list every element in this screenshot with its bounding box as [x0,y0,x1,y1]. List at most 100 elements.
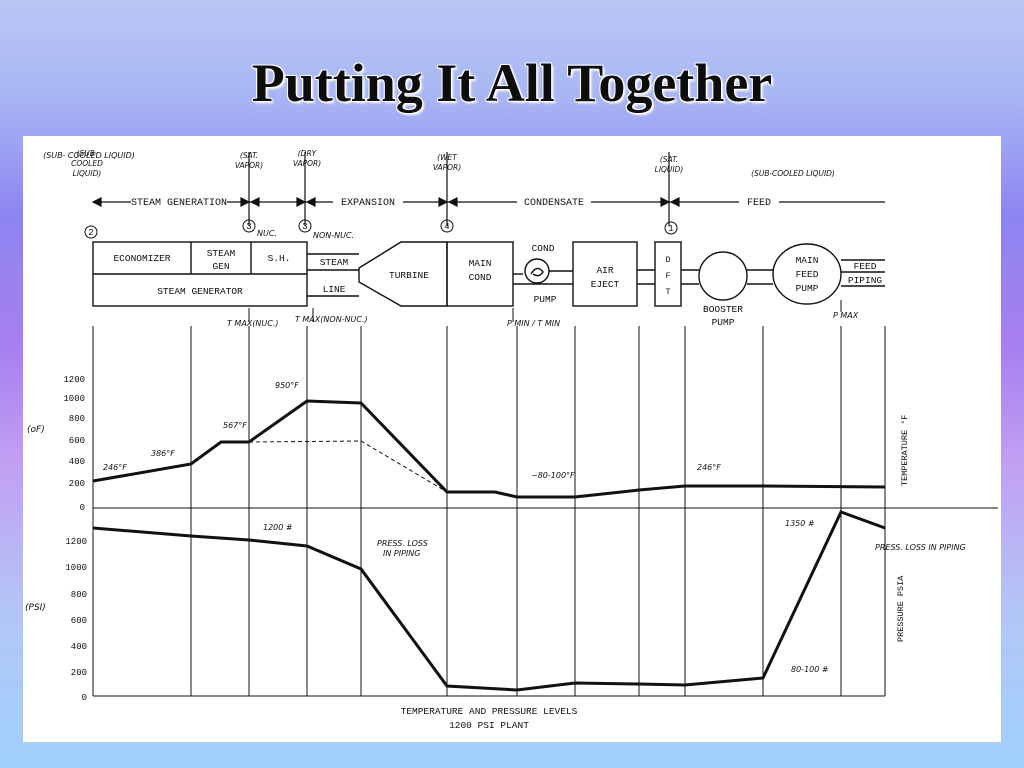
state-num-3b: 3 [302,222,307,232]
temp-tick-1000: 1000 [63,394,85,404]
press-tick-0: 0 [82,693,87,703]
temp-tick-200: 200 [69,479,85,489]
plant-diagram: (SUB- COOLED LIQUID) STEAM GENERATION EX… [25,149,998,731]
dft-block [654,241,682,307]
pointer-labels: T MAX(NUC.) T MAX(NON-NUC.) P MIN / T MI… [227,311,859,328]
state-circle [298,219,312,233]
phase-condensate: CONDENSATE [524,198,584,209]
temp-annot-246-feed: 246°F [697,463,721,472]
label-pmin-tmin: P MIN / T MIN [507,319,560,328]
press-unit-label: (PSI) [25,603,46,613]
phase-label-bg [131,194,227,208]
temp-ticks: 1200 1000 800 600 400 200 0 [63,375,85,513]
label-air-eject-2: EJECT [591,279,620,290]
press-annot-loss-1b: IN PIPING [383,549,420,558]
label-tmax-nuc: T MAX(NUC.) [227,319,279,328]
label-mfp-3: PUMP [796,283,819,294]
state-tag-5-l2: LIQUID) [655,165,684,174]
diagram-panel: (SUB- COOLED LIQUID) STEAM GENERATION EX… [23,136,1001,742]
phase-expansion: EXPANSION [341,198,395,209]
label-steam-gen-1: STEAM [207,248,236,259]
cond-pump-circle [524,258,550,284]
label-main-cond-1: MAIN [469,258,492,269]
temp-annot-80-100: ~80-100°F [531,471,575,480]
state-tag-2-l2: VAPOR) [235,161,263,170]
temp-annot-950: 950°F [275,381,299,390]
state-tag-5-l1: (SAT. [660,155,678,164]
label-booster-2: PUMP [712,317,735,328]
press-annot-1200: 1200 # [263,523,293,532]
state-circle [440,219,454,233]
phase-steam-generation: STEAM GENERATION [131,198,227,209]
press-annot-1350: 1350 # [785,519,815,528]
arrow-head [240,197,251,207]
state-note-nuc: NUC. [257,229,277,238]
label-feed-piping-1: FEED [854,261,877,272]
state-circle [84,225,98,239]
label-cond-pump-2: PUMP [534,294,557,305]
press-tick-400: 400 [71,642,87,652]
state-num-2: 2 [88,228,93,238]
state-num-1: 1 [668,224,673,234]
press-tick-1200: 1200 [65,537,87,547]
label-main-cond-2: COND [469,272,492,283]
state-tag-1-l2: COOLED [71,159,103,168]
temp-tick-0: 0 [80,503,85,513]
state-circle [664,221,678,235]
label-economizer: ECONOMIZER [113,253,170,264]
component-schematic [92,241,885,307]
state-numbers: 2 3 NUC. 3 NON-NUC. 4 1 [84,219,678,240]
label-steam-line-2: LINE [323,284,346,295]
press-annot-loss-2: PRESS. LOSS IN PIPING [875,543,966,552]
arrow-head [305,197,316,207]
phase-bar [91,152,885,226]
state-tag-4-l1: (WET [437,153,458,162]
phase-label-bg [333,194,403,208]
state-tags: (SUB- COOLED LIQUID) [43,151,135,160]
press-curve [92,510,886,692]
state-tag-subcooled: (SUB- COOLED LIQUID) [43,151,135,160]
label-turbine: TURBINE [389,270,429,281]
phase-feed: FEED [747,198,771,209]
arrow-head [91,197,102,207]
booster-pump-circle [698,251,748,301]
arrow-head [660,197,671,207]
arrow-head [249,197,260,207]
arrow-head [669,197,680,207]
label-cond-pump-1: COND [532,243,555,254]
temp-annot-567: 567°F [223,421,247,430]
state-note-nonnuc: NON-NUC. [313,231,354,240]
temp-side-label: TEMPERATURE °F [900,415,910,486]
state-tag-6: (SUB-COOLED LIQUID) [751,169,835,178]
temp-annotations: 246°F 386°F 567°F 950°F ~80-100°F 246°F [103,381,721,480]
label-air-eject-1: AIR [596,265,613,276]
label-feed-piping-2: PIPING [848,275,883,286]
state-tag-1-l1: (SUB- [77,149,98,158]
state-tag-group: (SUB- COOLED LIQUID) (SAT. VAPOR) (DRY V… [71,149,835,178]
state-tag-3-l1: (DRY [298,149,318,158]
label-dft-2: F [665,271,670,281]
press-tick-600: 600 [71,616,87,626]
state-tag-2-l1: (SAT. [240,151,258,160]
label-steam-gen-2: GEN [212,261,229,272]
temp-tick-800: 800 [69,414,85,424]
state-num-4: 4 [444,222,449,232]
temp-annot-246: 246°F [103,463,127,472]
caption-line-1: TEMPERATURE AND PRESSURE LEVELS [401,706,578,717]
press-annotations: 1200 # PRESS. LOSS IN PIPING 1350 # PRES… [263,519,966,674]
arrow-head [447,197,458,207]
temp-tick-400: 400 [69,457,85,467]
press-annot-80-100: 80-100 # [791,665,829,674]
state-circle [242,219,256,233]
slide-title: Putting It All Together [251,53,773,113]
state-num-3a: 3 [246,222,251,232]
temp-annot-386: 386°F [151,449,175,458]
press-annot-loss-1a: PRESS. LOSS [377,539,428,548]
air-ejector-block [572,241,638,307]
caption-line-2: 1200 PSI PLANT [449,720,529,731]
component-labels: ECONOMIZER STEAM GEN S.H. STEAM GENERATO… [113,243,882,328]
cond-pump-impeller [530,267,544,277]
pointer-marks [248,300,842,322]
temp-tick-600: 600 [69,436,85,446]
label-dft-1: D [665,255,670,265]
